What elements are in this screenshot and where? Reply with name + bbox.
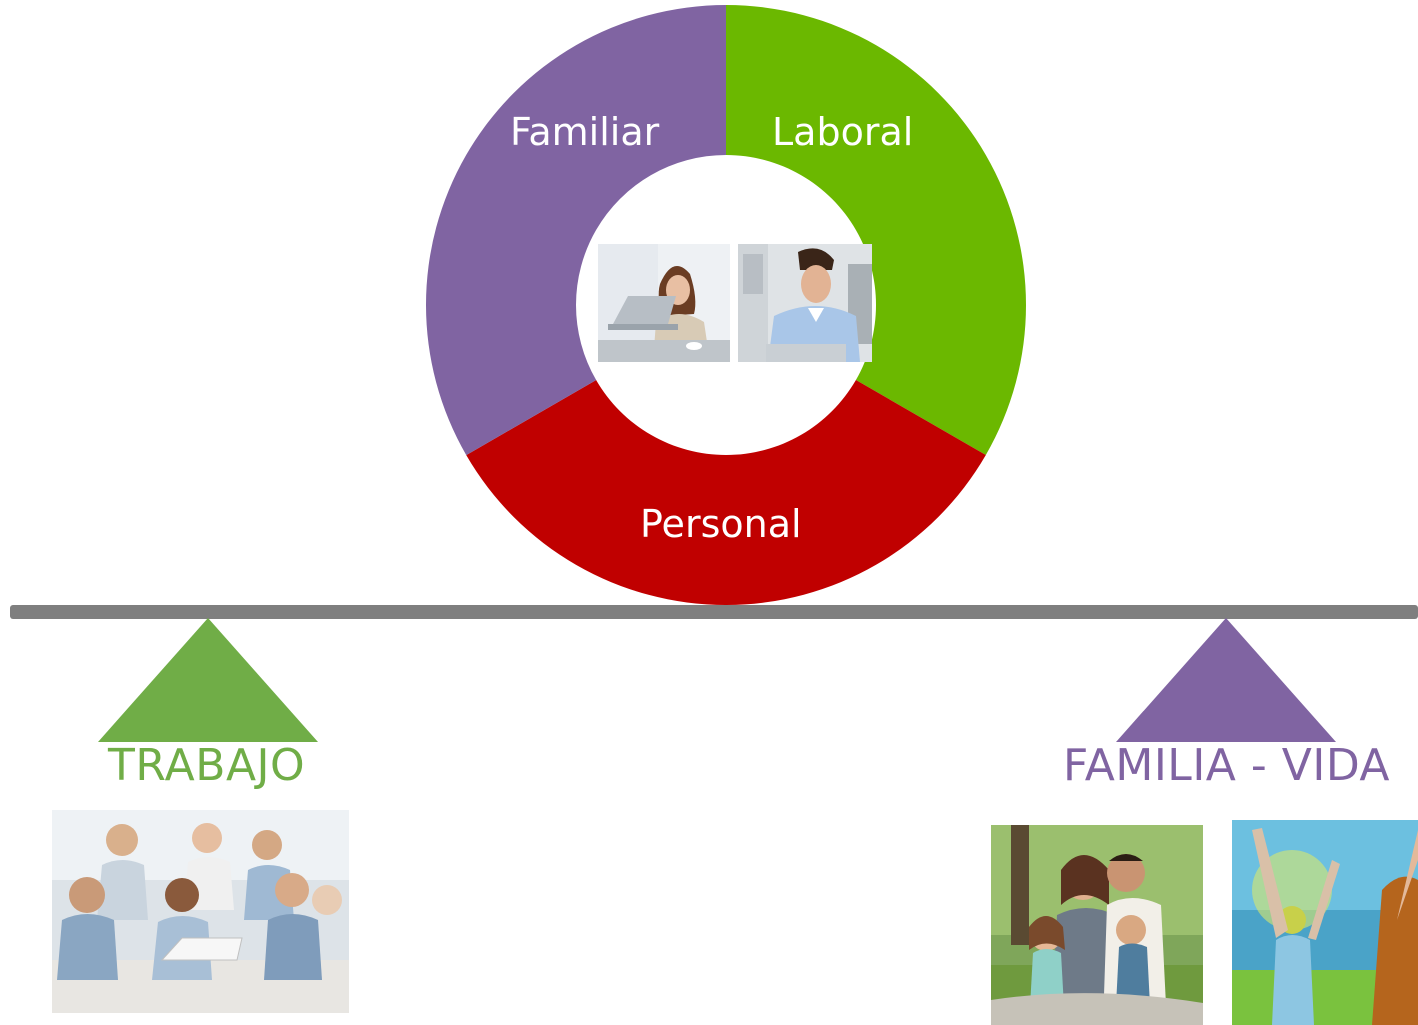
balance-beam xyxy=(10,605,1418,619)
man-at-computer-photo xyxy=(738,244,872,362)
woman-at-laptop-photo xyxy=(598,244,730,362)
woman-arms-raised-photo xyxy=(1232,820,1418,1025)
segment-label-familiar: Familiar xyxy=(510,110,660,154)
donut-segment-familiar xyxy=(425,5,726,456)
segment-label-laboral: Laboral xyxy=(772,110,914,154)
donut-segment-laboral xyxy=(726,5,1026,455)
right-fulcrum-triangle xyxy=(1116,618,1336,742)
segment-label-personal: Personal xyxy=(640,502,802,546)
life-balance-donut xyxy=(425,5,1026,606)
office-team-meeting-photo xyxy=(52,810,349,1013)
family-in-park-photo xyxy=(991,825,1203,1025)
label-trabajo: TRABAJO xyxy=(108,740,306,791)
label-familia-vida: FAMILIA - VIDA xyxy=(1063,740,1391,791)
donut-segment-personal xyxy=(466,379,986,606)
left-fulcrum-triangle xyxy=(98,618,318,742)
